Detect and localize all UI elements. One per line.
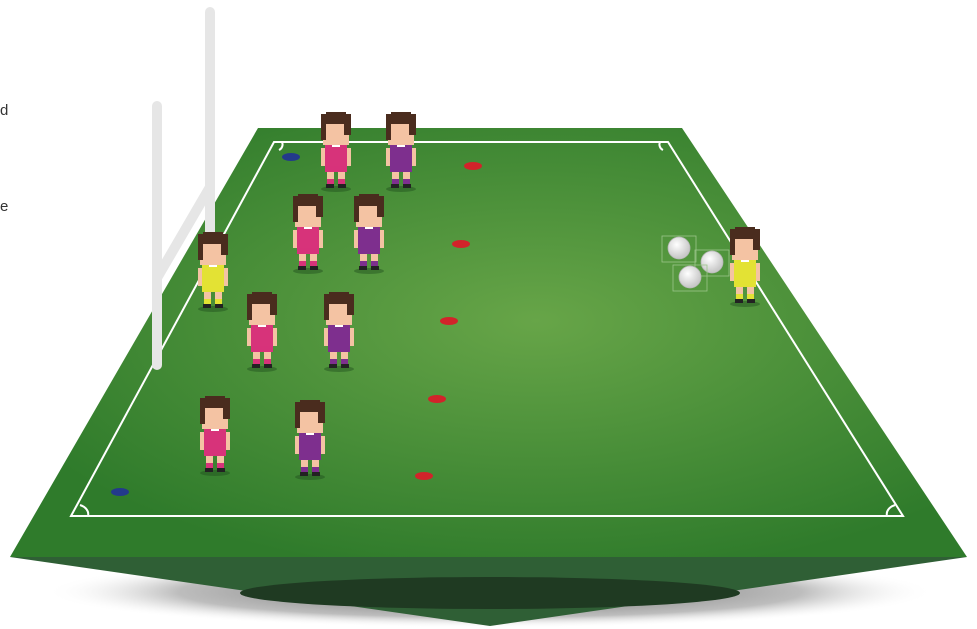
red-cone-marker — [428, 395, 446, 403]
blue-cone-marker — [282, 153, 300, 161]
blue-cone-marker — [111, 488, 129, 496]
red-cone-marker — [464, 162, 482, 170]
pitch-underside-dark — [240, 577, 740, 609]
rugby-ball — [701, 251, 723, 273]
rugby-ball — [679, 266, 701, 288]
red-cone-marker — [440, 317, 458, 325]
red-cone-marker — [415, 472, 433, 480]
red-cone-marker — [452, 240, 470, 248]
rugby-ball — [668, 237, 690, 259]
